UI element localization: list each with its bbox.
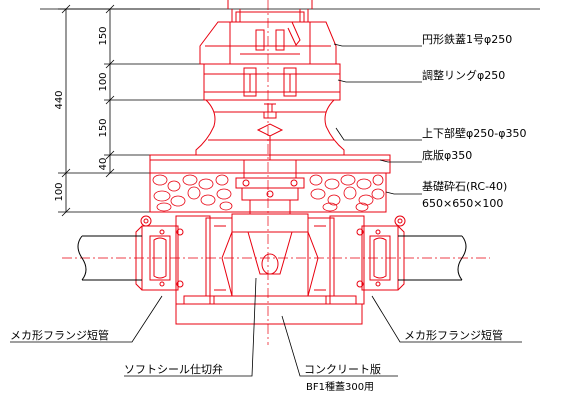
pipes <box>77 235 467 281</box>
dim-100-base: 100 <box>54 182 65 201</box>
callout-base: 底版φ350 <box>422 148 472 162</box>
callout-ring: 調整リングφ250 <box>422 68 505 82</box>
center-lines <box>62 0 490 345</box>
callout-gravel-spec: 基礎砕石(RC-40) <box>422 179 507 193</box>
callout-cover: 円形鉄蓋1号φ250 <box>422 32 512 46</box>
dim-total: 440 <box>54 90 65 109</box>
callout-flange-left: メカ形フランジ短管 <box>10 328 109 342</box>
callout-wall: 上下部壁φ250-φ350 <box>422 126 526 140</box>
dim-100: 100 <box>98 72 109 91</box>
valve-box-structure <box>135 0 406 325</box>
callout-slab-spec: BF1種蓋300用 <box>306 380 374 393</box>
dim-40: 40 <box>98 158 109 171</box>
gravel-pattern <box>152 174 385 212</box>
dim-150-top: 150 <box>98 26 109 45</box>
dimension-lines <box>40 4 540 217</box>
callout-gravel-size: 650×650×100 <box>422 197 503 210</box>
callout-flange-right: メカ形フランジ短管 <box>404 328 503 342</box>
callout-slab: コンクリート版 <box>304 362 381 376</box>
callout-leaders <box>10 43 522 377</box>
callout-valve: ソフトシール仕切弁 <box>124 362 223 376</box>
dim-150-mid: 150 <box>98 118 109 137</box>
